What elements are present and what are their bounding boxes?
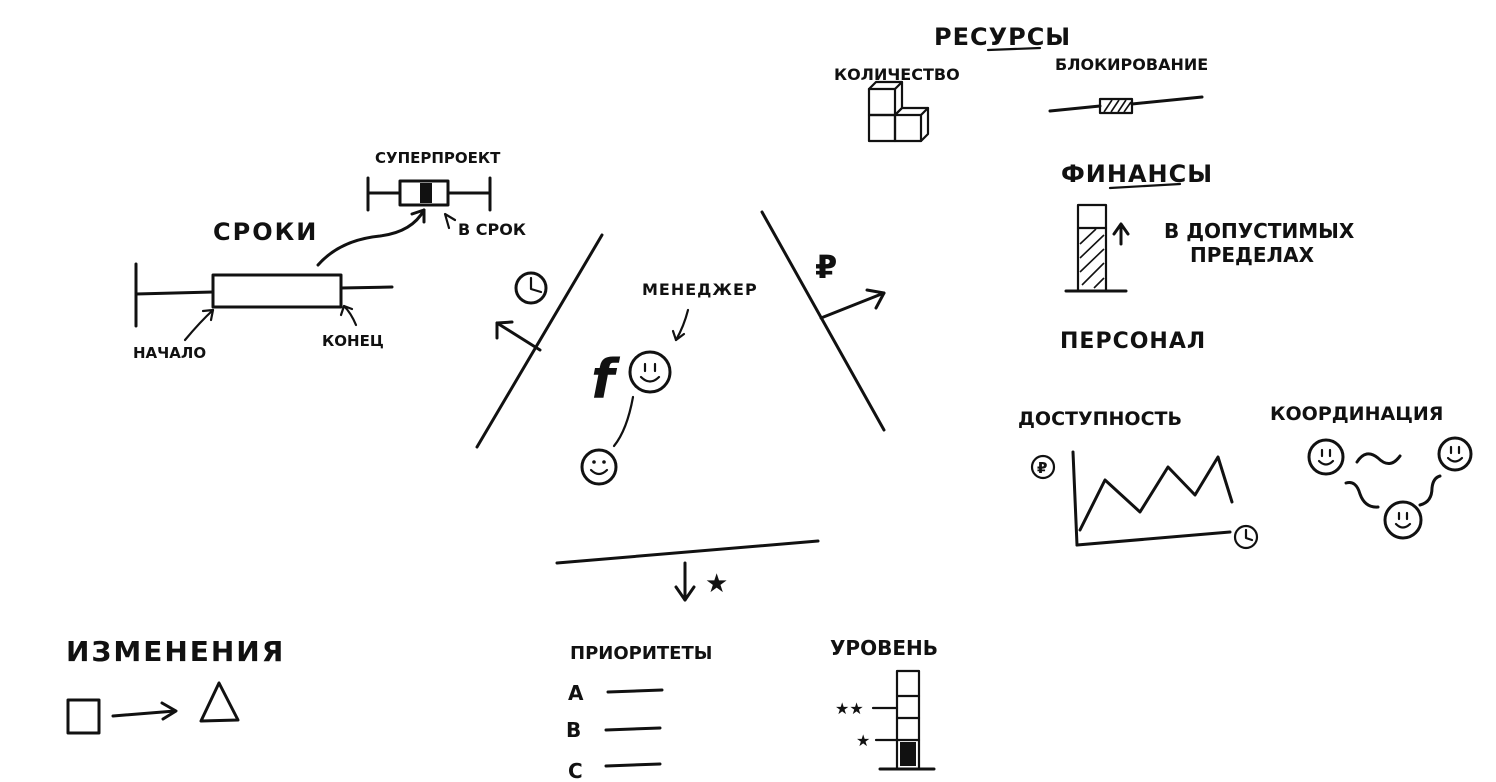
availability-line xyxy=(1080,457,1232,530)
end-label: КОНЕЦ xyxy=(322,332,384,350)
availability-y-axis xyxy=(1073,452,1077,545)
manager-link xyxy=(614,397,633,446)
superproject-arrow xyxy=(318,210,424,265)
timeline-bar xyxy=(213,275,341,307)
level-gauge-icon xyxy=(873,671,934,769)
level-low-mark: ★ xyxy=(856,731,870,750)
change-arrow-icon xyxy=(113,703,176,719)
superproject-label: СУПЕРПРОЕКТ xyxy=(375,149,501,167)
availability-x-axis xyxy=(1077,532,1230,545)
time-title: СРОКИ xyxy=(213,218,318,246)
coordination-smiley-icon xyxy=(1439,438,1471,470)
time-arrow xyxy=(497,322,540,350)
square-icon xyxy=(68,700,99,733)
cubes-icon xyxy=(869,82,928,141)
priority-a: A xyxy=(568,681,584,705)
limits-line2: ПРЕДЕЛАХ xyxy=(1190,243,1315,267)
start-pointer xyxy=(185,310,213,340)
priorities-section: ПРИОРИТЕТЫ A B C xyxy=(566,643,712,782)
blocking-label: БЛОКИРОВАНИЕ xyxy=(1055,55,1208,74)
quality-arrow xyxy=(676,563,694,600)
manager-label: МЕНЕДЖЕР xyxy=(642,280,758,299)
function-symbol: f xyxy=(591,348,621,411)
availability-chart: ₽ xyxy=(1032,452,1257,548)
changes-section: ИЗМЕНЕНИЯ xyxy=(66,635,285,733)
blocking-icon xyxy=(1050,97,1202,113)
limits-line1: В ДОПУСТИМЫХ xyxy=(1164,219,1355,243)
changes-title: ИЗМЕНЕНИЯ xyxy=(66,635,285,668)
coordination-wave-1 xyxy=(1357,454,1400,464)
coordination-label: КООРДИНАЦИЯ xyxy=(1270,403,1443,425)
finance-title: ФИНАНСЫ xyxy=(1061,160,1213,188)
triangle-icon xyxy=(201,683,238,721)
svg-text:₽: ₽ xyxy=(1037,459,1047,477)
team-smiley-icon xyxy=(582,450,616,484)
project-triangle: ₽ ★ МЕНЕДЖЕР f xyxy=(477,212,884,600)
manager-pointer xyxy=(673,310,688,340)
triangle-left-side xyxy=(477,235,602,447)
coordination-smiley-icon xyxy=(1385,502,1421,538)
finance-gauge-icon xyxy=(1066,205,1128,291)
timeline-line-left xyxy=(136,292,213,294)
level-title: УРОВЕНЬ xyxy=(830,636,938,660)
timeline-line-right xyxy=(341,287,392,288)
triangle-right-side xyxy=(762,212,884,430)
superproject-fill xyxy=(420,183,432,203)
coordination-wave-2 xyxy=(1346,482,1378,507)
coordination-diagram xyxy=(1309,438,1471,538)
coordination-smiley-icon xyxy=(1309,440,1343,474)
ruble-symbol: ₽ xyxy=(815,248,837,286)
priority-b: B xyxy=(566,718,581,742)
level-section: УРОВЕНЬ ★★ ★ xyxy=(830,636,938,769)
availability-clock-icon xyxy=(1235,526,1257,548)
manager-smiley-icon xyxy=(630,352,670,392)
on-time-label: В СРОК xyxy=(458,220,526,239)
quality-star: ★ xyxy=(705,569,728,599)
triangle-base xyxy=(557,541,818,563)
level-high-mark: ★★ xyxy=(835,699,864,718)
money-arrow xyxy=(821,290,884,318)
priorities-title: ПРИОРИТЕТЫ xyxy=(570,643,712,664)
on-time-pointer xyxy=(445,214,455,228)
time-section: СРОКИ НАЧАЛО КОНЕЦ СУПЕРПРОЕКТ В СРОК xyxy=(133,149,526,362)
staff-section: ПЕРСОНАЛ ДОСТУПНОСТЬ КООРДИНАЦИЯ ₽ xyxy=(1018,329,1471,548)
money-icon: ₽ xyxy=(1032,456,1054,478)
resources-section: РЕСУРСЫ КОЛИЧЕСТВО БЛОКИРОВАНИЕ xyxy=(834,23,1208,141)
priority-c: C xyxy=(568,759,583,782)
coordination-wave-3 xyxy=(1420,476,1440,505)
availability-label: ДОСТУПНОСТЬ xyxy=(1018,408,1182,430)
start-label: НАЧАЛО xyxy=(133,344,206,362)
clock-icon xyxy=(516,273,546,303)
staff-title: ПЕРСОНАЛ xyxy=(1060,329,1206,354)
resources-title: РЕСУРСЫ xyxy=(934,23,1071,51)
finance-section: ФИНАНСЫ В ДОПУСТИМЫХ ПРЕДЕЛАХ xyxy=(1061,160,1355,291)
